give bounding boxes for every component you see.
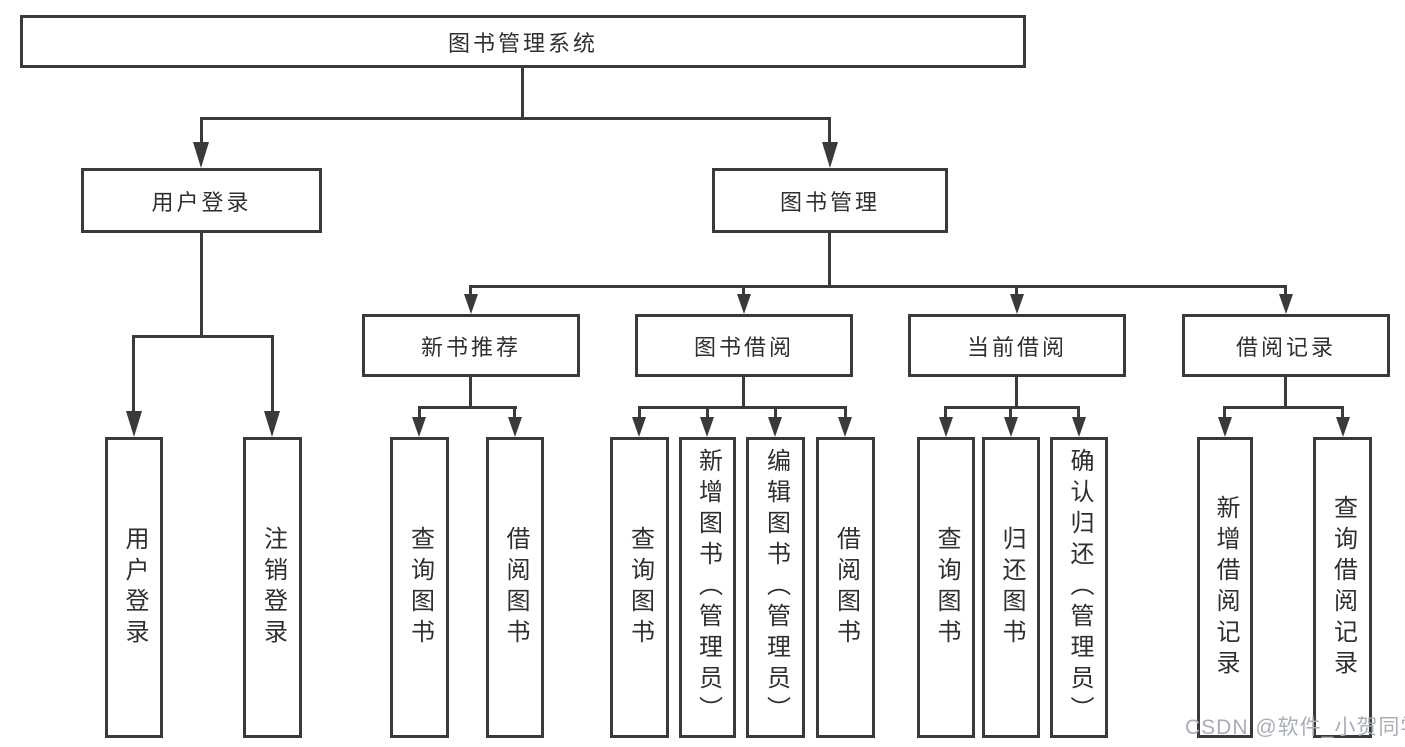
node-book-management: 图书管理 <box>712 168 948 233</box>
leaf-bb-edit-book-admin-label: 编辑图书（管理员） <box>762 448 790 727</box>
leaf-rec-query-book: 查询图书 <box>390 437 449 738</box>
leaf-bb-borrow-book: 借阅图书 <box>816 437 875 738</box>
node-library-system: 图书管理系统 <box>20 15 1026 68</box>
leaf-br-query-record: 查询借阅记录 <box>1313 437 1372 738</box>
leaf-cb-query-book-label: 查询图书 <box>933 525 960 650</box>
leaf-rec-query-book-label: 查询图书 <box>406 525 434 650</box>
leaf-bb-add-book-admin: 新增图书（管理员） <box>679 437 736 738</box>
leaf-bb-edit-book-admin: 编辑图书（管理员） <box>746 437 805 738</box>
arrowhead-to-br-query-record <box>1336 417 1350 437</box>
connector-borrow-record-shaft <box>1284 285 1287 297</box>
leaf-cb-return-book: 归还图书 <box>982 437 1040 738</box>
connector-br-query-shaft <box>1341 406 1344 420</box>
connector-bb-edit-shaft <box>774 406 777 420</box>
leaf-bb-borrow-book-label: 借阅图书 <box>832 525 860 650</box>
node-user-login-branch-label: 用户登录 <box>151 189 252 215</box>
connector-leaf-logout-shaft <box>271 335 274 413</box>
connector-rec-borrow-shaft <box>513 406 516 420</box>
arrowhead-to-bb-borrow-book <box>838 417 852 437</box>
leaf-cb-confirm-return-admin-label: 确认归还（管理员） <box>1066 448 1093 727</box>
arrowhead-to-cb-return-book <box>1004 417 1018 437</box>
leaf-cb-confirm-return-admin: 确认归还（管理员） <box>1050 437 1108 738</box>
connector-new-book-hline <box>418 406 517 409</box>
connector-bb-query-shaft <box>638 406 641 420</box>
arrowhead-to-user-login <box>193 142 209 168</box>
node-new-book-recommend: 新书推荐 <box>362 314 580 377</box>
arrowhead-to-leaf-user-login <box>126 411 142 437</box>
arrowhead-to-cb-query-book <box>939 417 953 437</box>
connector-cb-return-shaft <box>1009 406 1012 420</box>
leaf-br-add-record-label: 新增借阅记录 <box>1212 494 1239 681</box>
leaf-cb-query-book: 查询图书 <box>917 437 975 738</box>
arrowhead-to-new-book-recommend <box>464 294 478 314</box>
node-borrow-record-label: 借阅记录 <box>1235 334 1336 360</box>
arrowhead-to-cb-confirm-return <box>1072 417 1086 437</box>
arrowhead-to-current-borrow <box>1010 294 1024 314</box>
arrowhead-to-borrow-record <box>1279 294 1293 314</box>
connector-level3-hline <box>469 285 1287 288</box>
connector-book-mgmt-shaft <box>828 117 831 145</box>
connector-cb-confirm-shaft <box>1077 406 1080 420</box>
leaf-user-login: 用户登录 <box>105 437 163 738</box>
arrowhead-to-rec-query-book <box>412 417 426 437</box>
arrowhead-to-book-mgmt <box>822 142 838 168</box>
leaf-user-login-label: 用户登录 <box>121 525 148 650</box>
node-current-borrow-label: 当前借阅 <box>966 334 1067 360</box>
leaf-logout: 注销登录 <box>243 437 302 738</box>
connector-book-borrow-shaft <box>742 285 745 297</box>
leaf-rec-borrow-book: 借阅图书 <box>486 437 544 738</box>
connector-root-drop <box>521 66 524 119</box>
connector-bb-add-shaft <box>706 406 709 420</box>
connector-leaf-user-login-shaft <box>132 335 135 413</box>
leaf-bb-query-book-label: 查询图书 <box>626 525 654 650</box>
node-book-management-label: 图书管理 <box>779 189 880 215</box>
arrowhead-to-rec-borrow-book <box>508 417 522 437</box>
node-library-system-label: 图书管理系统 <box>447 30 598 56</box>
connector-br-add-shaft <box>1223 406 1226 420</box>
connector-user-login-shaft <box>200 117 203 145</box>
connector-user-login-drop <box>200 231 203 337</box>
node-current-borrow: 当前借阅 <box>908 314 1126 377</box>
arrowhead-to-bb-query-book <box>632 417 646 437</box>
leaf-cb-return-book-label: 归还图书 <box>998 525 1025 650</box>
connector-book-borrow-drop <box>742 375 745 408</box>
connector-current-borrow-drop <box>1015 375 1018 408</box>
arrowhead-to-bb-add-book <box>700 417 714 437</box>
connector-current-borrow-shaft <box>1015 285 1018 297</box>
connector-new-book-drop <box>469 375 472 408</box>
connector-new-book-shaft <box>469 285 472 297</box>
node-borrow-record: 借阅记录 <box>1182 314 1390 377</box>
connector-book-borrow-hline <box>638 406 847 409</box>
leaf-br-query-record-label: 查询借阅记录 <box>1329 494 1357 681</box>
arrowhead-to-bb-edit-book <box>768 417 782 437</box>
node-book-borrow-label: 图书借阅 <box>693 334 794 360</box>
csdn-watermark: CSDN @软件_小贺同学 <box>1185 716 1405 739</box>
node-book-borrow: 图书借阅 <box>635 314 853 377</box>
connector-current-borrow-hline <box>944 406 1080 409</box>
leaf-rec-borrow-book-label: 借阅图书 <box>502 525 529 650</box>
leaf-br-add-record: 新增借阅记录 <box>1197 437 1253 738</box>
arrowhead-to-book-borrow <box>737 294 751 314</box>
connector-book-mgmt-drop <box>828 231 831 287</box>
connector-cb-query-shaft <box>944 406 947 420</box>
connector-rec-query-shaft <box>418 406 421 420</box>
connector-level2-hline <box>200 117 831 120</box>
node-user-login-branch: 用户登录 <box>81 168 322 233</box>
leaf-bb-query-book: 查询图书 <box>610 437 669 738</box>
connector-borrow-record-hline <box>1223 406 1344 409</box>
arrowhead-to-leaf-logout <box>264 411 280 437</box>
connector-user-login-hline <box>132 335 274 338</box>
arrowhead-to-br-add-record <box>1218 417 1232 437</box>
connector-bb-borrow-shaft <box>844 406 847 420</box>
leaf-bb-add-book-admin-label: 新增图书（管理员） <box>694 448 722 727</box>
node-new-book-recommend-label: 新书推荐 <box>420 334 521 360</box>
connector-borrow-record-drop <box>1284 375 1287 408</box>
leaf-logout-label: 注销登录 <box>259 525 287 650</box>
